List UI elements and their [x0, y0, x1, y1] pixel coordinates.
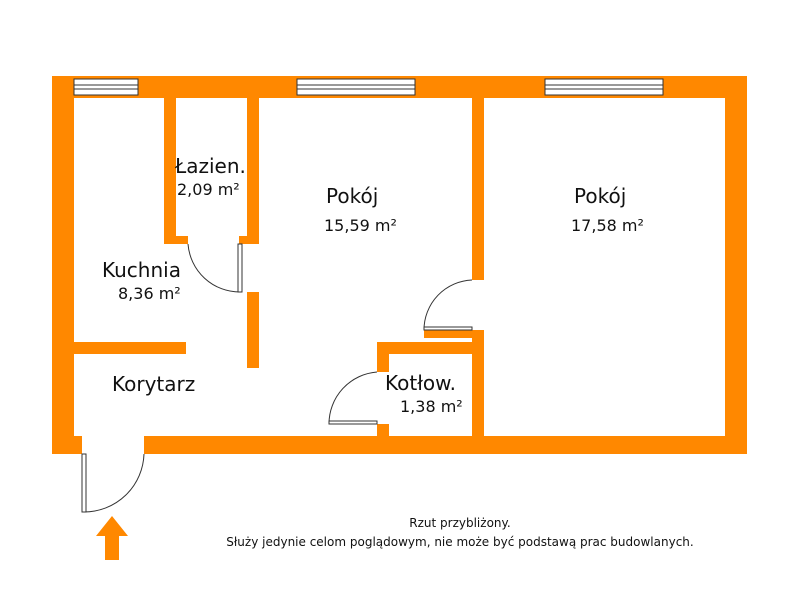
room-area-kotlownia: 1,38 m² [400, 397, 463, 416]
wall-kitchen-bottom [74, 342, 186, 354]
wall-room2-door-stub [424, 330, 484, 338]
entrance-arrow-icon [96, 516, 128, 560]
wall-bathroom-right-stub [239, 236, 259, 244]
wall-boiler-left-stub [377, 424, 389, 436]
wall-bottom-left [52, 436, 82, 454]
door-entrance [81, 453, 145, 513]
wall-boiler-left [377, 342, 389, 372]
disclaimer-line-1: Rzut przybliżony. [409, 516, 511, 530]
walls [52, 76, 747, 454]
wall-left [52, 76, 74, 454]
room-name-lazienka: Łazien. [174, 154, 246, 178]
room-area-lazienka: 2,09 m² [177, 180, 240, 199]
wall-bathroom-left [164, 98, 176, 244]
window-room2 [544, 78, 664, 96]
wall-room1-left-lower [247, 292, 259, 368]
wall-bottom [144, 436, 747, 454]
room-name-kuchnia: Kuchnia [102, 258, 181, 282]
room-area-kuchnia: 8,36 m² [118, 284, 181, 303]
wall-right [725, 76, 747, 454]
door-room1 [423, 279, 473, 331]
room-name-pokoj2: Pokój [574, 184, 626, 208]
wall-room1-right-upper [472, 98, 484, 280]
wall-bathroom-bottom [164, 236, 188, 244]
room-name-pokoj1: Pokój [326, 184, 378, 208]
doors [81, 243, 473, 513]
door-boiler [328, 371, 378, 425]
window-room1 [296, 78, 416, 96]
wall-boiler-top [377, 342, 484, 354]
room-name-korytarz: Korytarz [112, 372, 195, 396]
door-bathroom [187, 243, 243, 293]
room-name-kotlownia: Kotłow. [385, 371, 456, 395]
disclaimer-line-2: Służy jedynie celom poglądowym, nie może… [226, 535, 694, 549]
room-labels: Łazien. 2,09 m² Kuchnia 8,36 m² Pokój 15… [102, 154, 644, 416]
wall-bathroom-right [247, 98, 259, 244]
room-area-pokoj2: 17,58 m² [571, 216, 644, 235]
window-kitchen [73, 78, 139, 96]
windows [73, 78, 664, 96]
room-area-pokoj1: 15,59 m² [324, 216, 397, 235]
wall-room1-right-lower [472, 330, 484, 436]
